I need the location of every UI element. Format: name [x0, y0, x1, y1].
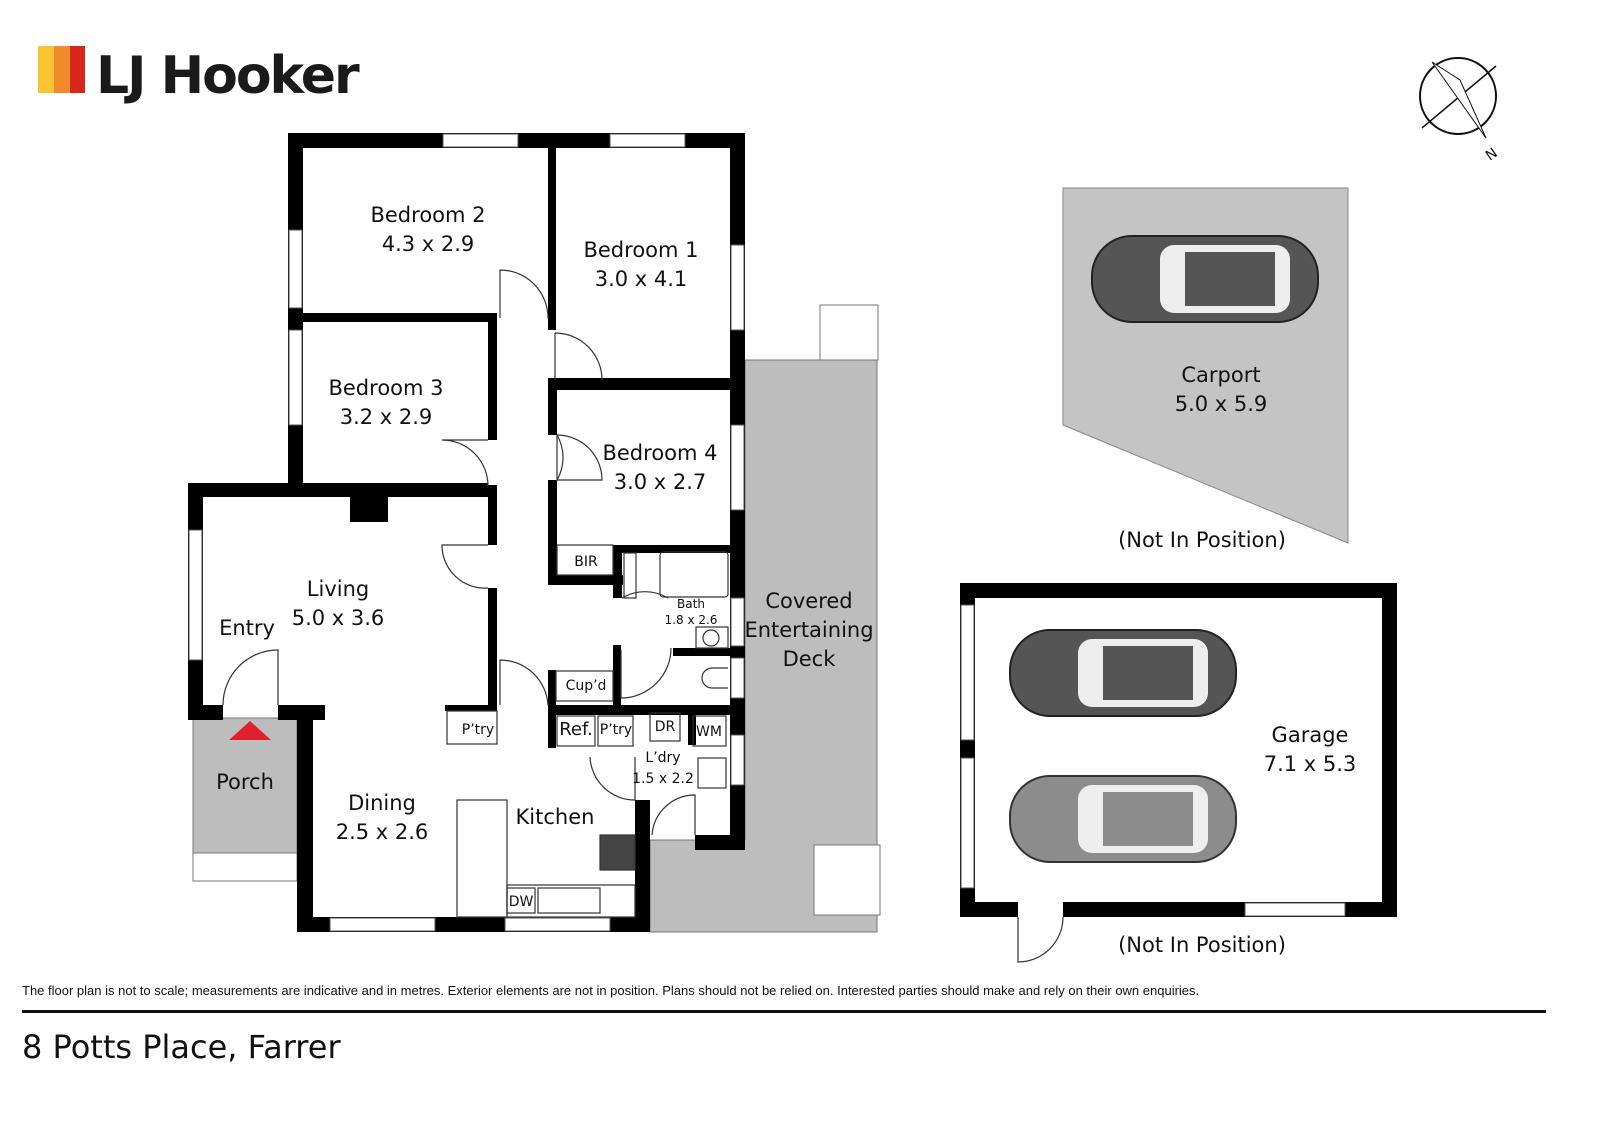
room-labels: Bedroom 2 4.3 x 2.9 Bedroom 1 3.0 x 4.1 …: [216, 203, 1356, 957]
doors: [222, 269, 696, 836]
svg-text:Living: Living: [307, 577, 369, 601]
windows: [188, 133, 745, 932]
entry-marker-icon: [229, 721, 271, 740]
svg-text:Bedroom 2: Bedroom 2: [370, 203, 485, 227]
svg-text:Bedroom 1: Bedroom 1: [583, 238, 698, 262]
svg-text:3.2 x 2.9: 3.2 x 2.9: [340, 405, 433, 429]
svg-text:P’try: P’try: [462, 722, 494, 738]
svg-text:Bedroom 3: Bedroom 3: [328, 376, 443, 400]
svg-text:DW: DW: [509, 894, 534, 910]
svg-text:BIR: BIR: [574, 554, 598, 570]
svg-text:1.8 x 2.6: 1.8 x 2.6: [665, 613, 718, 627]
lj-hooker-logo: LJ Hooker: [38, 46, 362, 106]
svg-text:L’dry: L’dry: [645, 750, 680, 766]
svg-text:N: N: [1483, 145, 1501, 164]
divider: [22, 1010, 1546, 1013]
svg-text:Entry: Entry: [219, 616, 275, 640]
property-address: 8 Potts Place, Farrer: [22, 1028, 341, 1066]
svg-text:DR: DR: [655, 719, 676, 735]
car-icon: [1009, 775, 1237, 863]
svg-text:Ref.: Ref.: [559, 719, 593, 740]
car-icon: [1009, 629, 1237, 717]
svg-text:(Not In Position): (Not In Position): [1118, 528, 1286, 552]
svg-text:LJ Hooker: LJ Hooker: [96, 46, 360, 106]
svg-text:Deck: Deck: [783, 647, 837, 671]
north-compass-icon: N: [1419, 57, 1501, 164]
fixtures: [446, 544, 729, 918]
svg-text:Kitchen: Kitchen: [516, 805, 595, 829]
svg-text:4.3 x 2.9: 4.3 x 2.9: [382, 232, 475, 256]
svg-text:5.0 x 5.9: 5.0 x 5.9: [1175, 392, 1268, 416]
svg-text:1.5 x 2.2: 1.5 x 2.2: [632, 771, 694, 787]
svg-text:P’try: P’try: [600, 722, 632, 738]
svg-text:Dining: Dining: [348, 791, 416, 815]
svg-text:Cup’d: Cup’d: [566, 678, 607, 694]
svg-text:Porch: Porch: [216, 770, 274, 794]
svg-text:WM: WM: [696, 724, 722, 740]
car-icon: [1091, 235, 1319, 323]
svg-text:3.0 x 2.7: 3.0 x 2.7: [614, 470, 707, 494]
svg-text:7.1 x 5.3: 7.1 x 5.3: [1264, 752, 1357, 776]
svg-text:(Not In Position): (Not In Position): [1118, 933, 1286, 957]
porch-area: [192, 717, 298, 854]
svg-text:5.0 x 3.6: 5.0 x 3.6: [292, 606, 385, 630]
svg-text:Entertaining: Entertaining: [744, 618, 873, 642]
svg-text:Covered: Covered: [765, 589, 852, 613]
svg-text:3.0 x 4.1: 3.0 x 4.1: [595, 267, 688, 291]
svg-text:Bath: Bath: [677, 597, 705, 611]
disclaimer-text: The floor plan is not to scale; measurem…: [22, 983, 1200, 998]
svg-text:Bedroom 4: Bedroom 4: [602, 441, 717, 465]
svg-text:Carport: Carport: [1181, 363, 1260, 387]
svg-text:Garage: Garage: [1272, 723, 1349, 747]
svg-text:2.5 x 2.6: 2.5 x 2.6: [336, 820, 429, 844]
